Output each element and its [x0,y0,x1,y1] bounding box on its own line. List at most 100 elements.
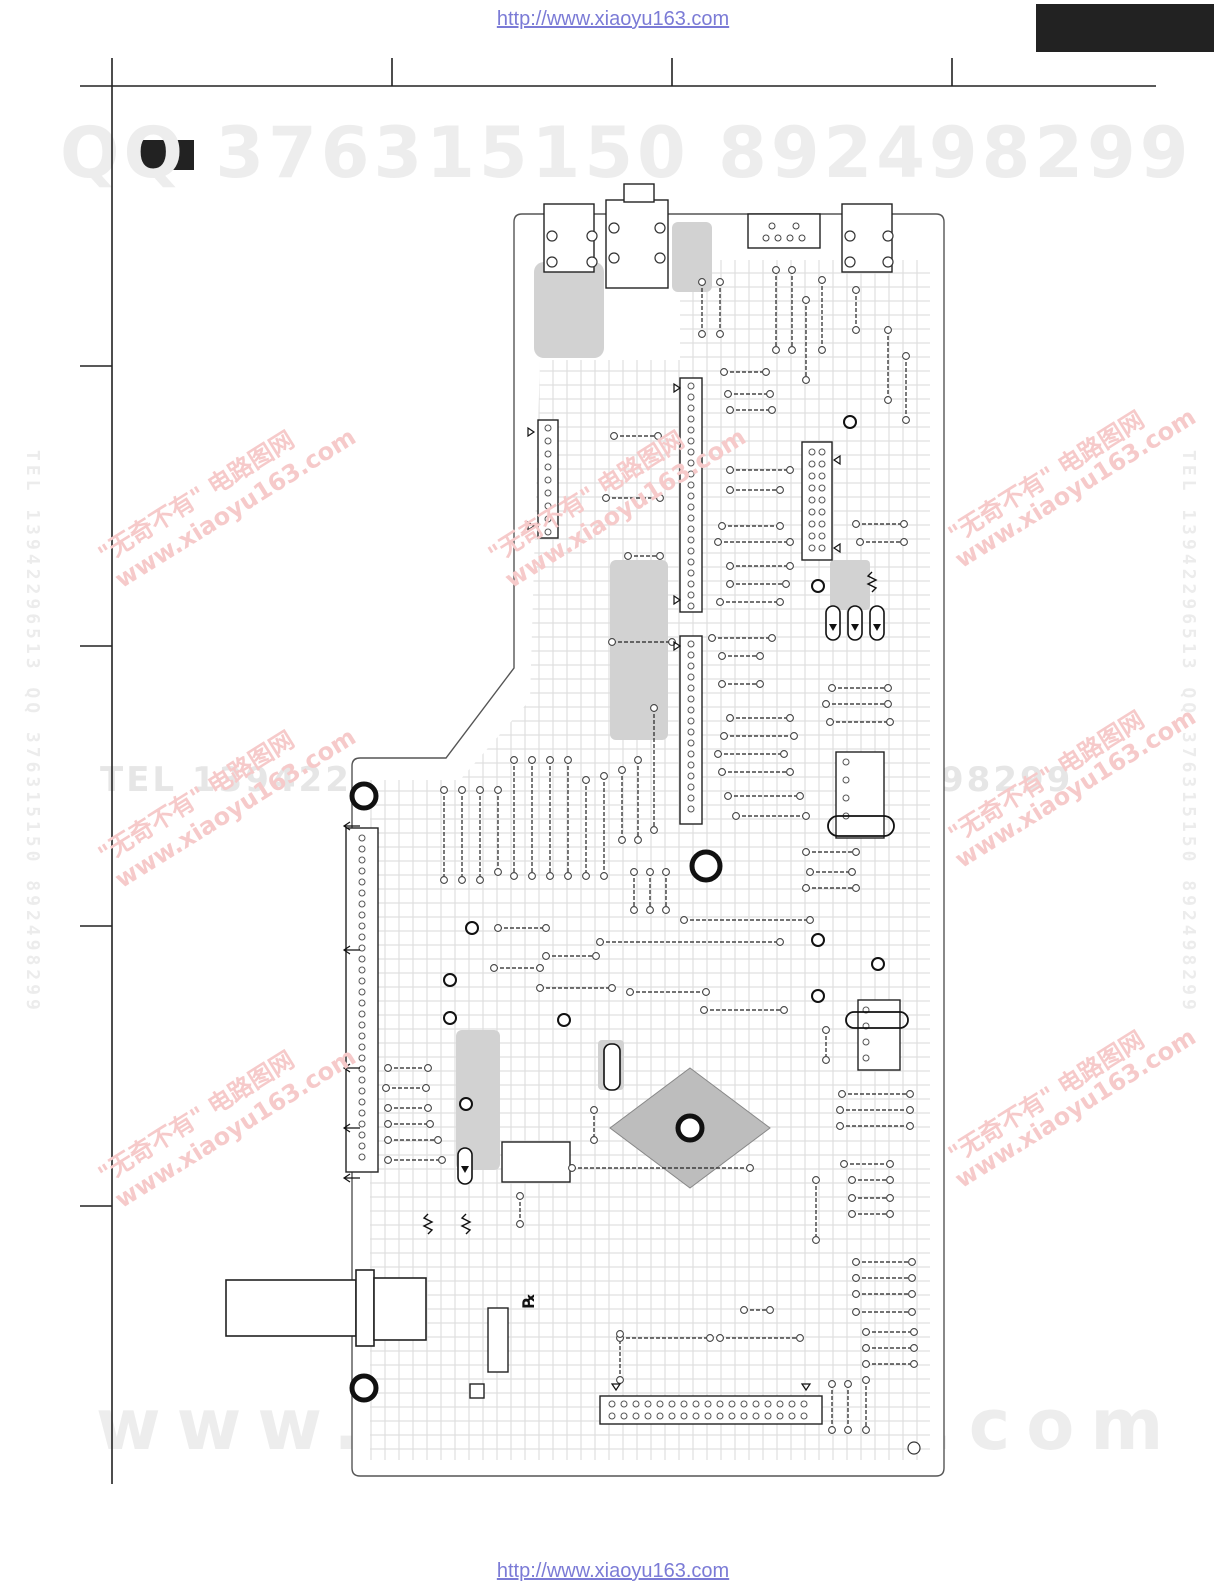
via-pad [786,714,794,722]
via-pad [440,876,448,884]
pin-pad [656,1412,664,1420]
via-pad [602,494,610,502]
pin-pad [544,476,552,484]
via-pad [822,700,830,708]
pin-pad [687,717,695,725]
via-pad [716,598,724,606]
via-pad [836,1106,844,1114]
source-url-top[interactable]: http://www.xiaoyu163.com [496,8,730,30]
via-pad [782,580,790,588]
main-ic [609,1067,771,1189]
headphone-jack [605,199,669,289]
via-pad [828,1426,836,1434]
via-pad [786,538,794,546]
pin-pad [680,1412,688,1420]
pin-pad [800,1400,808,1408]
via-pad [812,1236,820,1244]
source-url-bottom[interactable]: http://www.xiaoyu163.com [496,1560,730,1582]
via-pad [900,538,908,546]
pin-pad [808,508,816,516]
via-pad [802,812,810,820]
pin-pad [687,503,695,511]
pin-pad [358,944,366,952]
pin-pad [668,1400,676,1408]
via-pad [910,1328,918,1336]
pin-pad [752,1412,760,1420]
via-pad [732,812,740,820]
pin-pad [680,1400,688,1408]
pin-pad [764,1412,772,1420]
via-pad [714,750,722,758]
via-pad [852,848,860,856]
pin-pad [544,437,552,445]
pin-pad [687,662,695,670]
pin-pad [687,739,695,747]
pin-pad [358,1010,366,1018]
via-pad [848,868,856,876]
via-pad [564,756,572,764]
bottom-ribbon-connector [599,1395,823,1425]
pin-pad [644,1400,652,1408]
via-pad [852,884,860,892]
via-pad [720,368,728,376]
via-pad [772,266,780,274]
via-pad [826,718,834,726]
via-pad [542,952,550,960]
pin-pad [608,1400,616,1408]
via-pad [490,964,498,972]
pin-pad [687,728,695,736]
pin-pad [687,481,695,489]
via-pad [564,872,572,880]
pin-pad [687,673,695,681]
via-pad [718,652,726,660]
pin-pad [808,472,816,480]
crystal-module-1 [835,751,885,839]
pin-pad [358,867,366,875]
via-pad [726,406,734,414]
via-pad [706,1334,714,1342]
via-pad [838,1090,846,1098]
pin-pad [818,508,826,516]
via-pad [702,988,710,996]
mount-hole-2 [689,849,723,883]
via-pad [494,924,502,932]
via-pad [786,768,794,776]
via-pad [434,1136,442,1144]
via-pad [608,638,616,646]
pin-pad [687,750,695,758]
pin-pad [862,1054,870,1062]
via-pad [726,562,734,570]
pin-pad [808,532,816,540]
via-pad [796,1334,804,1342]
via-pad [718,522,726,530]
rca-jack [225,1269,427,1347]
via-pad [716,1334,724,1342]
via-pad [906,1106,914,1114]
via-pad [886,1160,894,1168]
pin-pad [687,805,695,813]
via-pad [852,1308,860,1316]
pin-pad [764,1400,772,1408]
pin-pad [716,1400,724,1408]
via-pad [776,938,784,946]
via-pad [910,1344,918,1352]
pin-pad [544,463,552,471]
pin-pad [358,1021,366,1029]
pin-pad [752,1400,760,1408]
via-pad [862,1344,870,1352]
via-pad [908,1290,916,1298]
via-pad [618,766,626,774]
via-pad [786,562,794,570]
via-pad [718,680,726,688]
via-pad [862,1376,870,1384]
via-pad [802,376,810,384]
via-pad [596,938,604,946]
pin-pad [704,1412,712,1420]
via-pad [848,1210,856,1218]
board-label-marker [140,140,194,170]
pin-pad [358,911,366,919]
pin-pad [687,470,695,478]
pin-pad [818,532,826,540]
via-pad [780,750,788,758]
via-pad [852,1258,860,1266]
